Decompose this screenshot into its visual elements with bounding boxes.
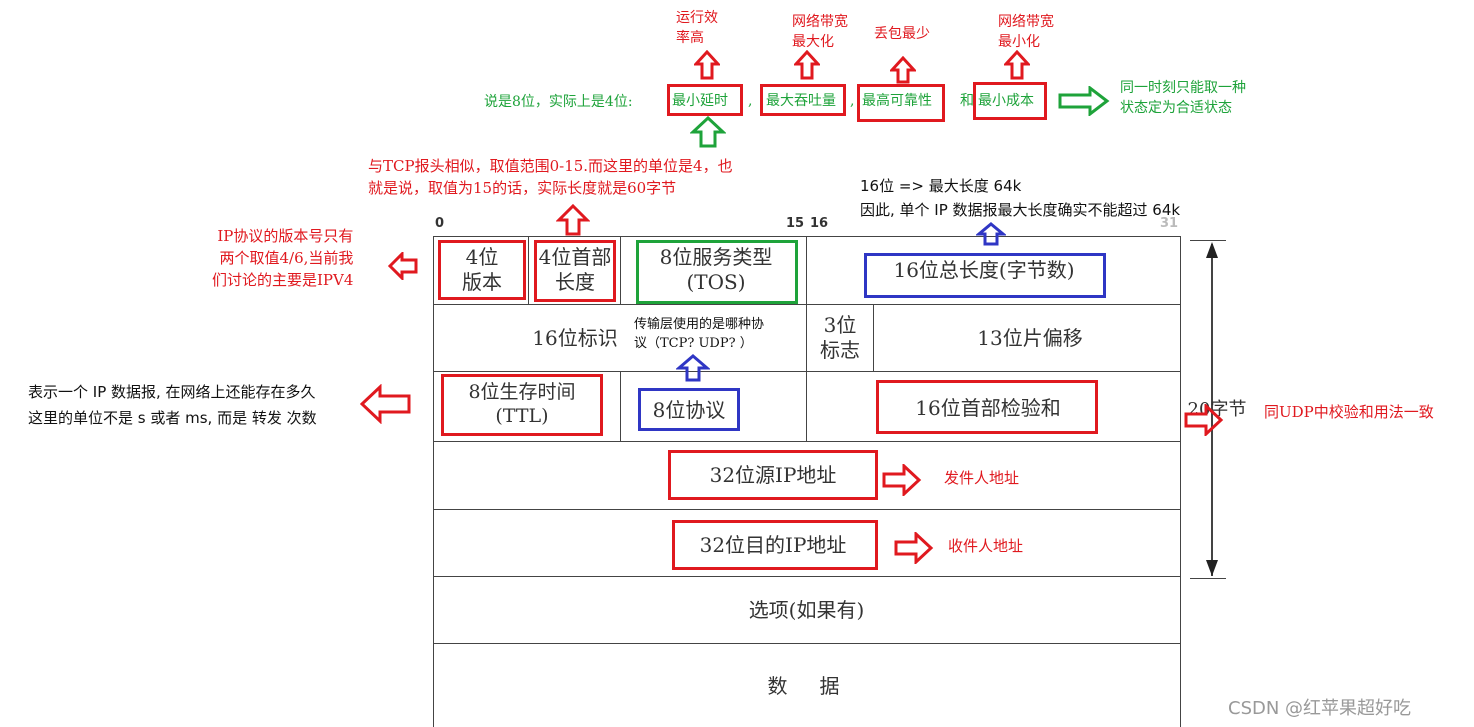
fragment-offset-field: 13位片偏移 [977, 325, 1083, 350]
flags-field: 3位 标志 [820, 313, 860, 362]
reliability-meaning-note: 丢包最少 [874, 26, 930, 42]
min-cost-label: 最小成本 [978, 93, 1034, 109]
arrow-up-total-length-icon [976, 222, 1006, 246]
checksum-field: 16位首部检验和 [915, 395, 1061, 420]
src-ip-highlight [668, 450, 878, 500]
options-field: 选项(如果有) [748, 597, 865, 622]
throughput-meaning-note: 网络带宽 最大化 [792, 14, 848, 51]
arrow-right-src-icon [882, 464, 922, 496]
dst-ip-field: 32位目的IP地址 [699, 532, 847, 557]
watermark: CSDN @红苹果超好吃 [1228, 698, 1412, 719]
arrow-up-cost-icon [1004, 50, 1030, 80]
max-throughput-highlight [760, 84, 846, 116]
total-length-highlight [864, 253, 1106, 298]
version-note: IP协议的版本号只有 两个取值4/6,当前我 们讨论的主要是IPV4 [212, 227, 354, 289]
total-length-note: 16位 => 最大长度 64k 因此, 单个 IP 数据报最大长度确实不能超过 … [860, 177, 1181, 219]
src-ip-note: 发件人地址 [944, 469, 1020, 487]
ttl-highlight [441, 374, 603, 436]
min-cost-highlight [973, 82, 1047, 120]
arrow-up-protocol-icon [676, 354, 710, 382]
tos-separator-1: , [748, 93, 753, 109]
tos-separator-2: , [850, 93, 855, 109]
arrow-right-dst-icon [894, 532, 934, 564]
bit-31-label: 31 [1160, 216, 1179, 231]
arrow-up-throughput-icon [794, 50, 820, 80]
arrow-up-delay-icon [694, 50, 720, 80]
tos-intro-note: 说是8位，实际上是4位: [484, 94, 633, 110]
arrow-left-version-icon [388, 252, 418, 280]
total-length-field: 16位总长度(字节数) [893, 257, 1075, 282]
ttl-field: 8位生存时间 (TTL) [468, 381, 576, 427]
min-delay-highlight [667, 84, 743, 116]
arrow-up-header-length-icon [556, 204, 590, 236]
arrow-up-reliability-icon [890, 56, 916, 84]
tos-field: 8位服务类型 (TOS) [659, 245, 773, 294]
header-length-note: 与TCP报头相似，取值范围0-15.而这里的单位是4，也 就是说，取值为15的话… [368, 157, 733, 197]
min-delay-label: 最小延时 [672, 93, 728, 109]
arrow-up-tos-icon [690, 116, 726, 148]
arrow-right-tos-icon [1058, 86, 1110, 116]
delay-meaning-note: 运行效 率高 [676, 10, 718, 47]
max-reliability-label: 最高可靠性 [862, 93, 932, 109]
version-field: 4位 版本 [462, 245, 502, 294]
tos-result-note: 同一时刻只能取一种 状态定为合适状态 [1120, 80, 1246, 117]
tos-and-label: 和 [960, 93, 974, 109]
header-length-field: 4位首部 长度 [538, 245, 612, 294]
tos-highlight [636, 240, 798, 304]
dimension-arrows [1206, 242, 1218, 576]
dst-ip-highlight [672, 520, 878, 570]
bit-16-label: 16 [810, 216, 829, 231]
dst-ip-note: 收件人地址 [948, 537, 1024, 555]
protocol-field: 8位协议 [652, 397, 726, 422]
cost-meaning-note: 网络带宽 最小化 [998, 14, 1054, 51]
checksum-note: 同UDP中校验和用法一致 [1264, 403, 1434, 421]
src-ip-field: 32位源IP地址 [709, 462, 837, 487]
header-length-highlight [534, 240, 616, 302]
max-reliability-highlight [857, 84, 945, 122]
ttl-note: 表示一个 IP 数据报, 在网络上还能存在多久 这里的单位不是 s 或者 ms,… [28, 383, 317, 427]
identification-field: 16位标识 [532, 325, 618, 350]
checksum-highlight [876, 380, 1098, 434]
data-field: 数 据 [767, 673, 846, 698]
bit-0-label: 0 [435, 216, 445, 231]
protocol-highlight [638, 388, 740, 431]
arrow-left-ttl-icon [360, 384, 411, 424]
max-throughput-label: 最大吞吐量 [766, 93, 836, 109]
arrow-right-checksum-icon [1184, 404, 1224, 436]
bit-15-label: 15 [786, 216, 805, 231]
version-highlight [438, 240, 526, 300]
protocol-note: 传输层使用的是哪种协 议（TCP? UDP? ） [634, 317, 765, 351]
